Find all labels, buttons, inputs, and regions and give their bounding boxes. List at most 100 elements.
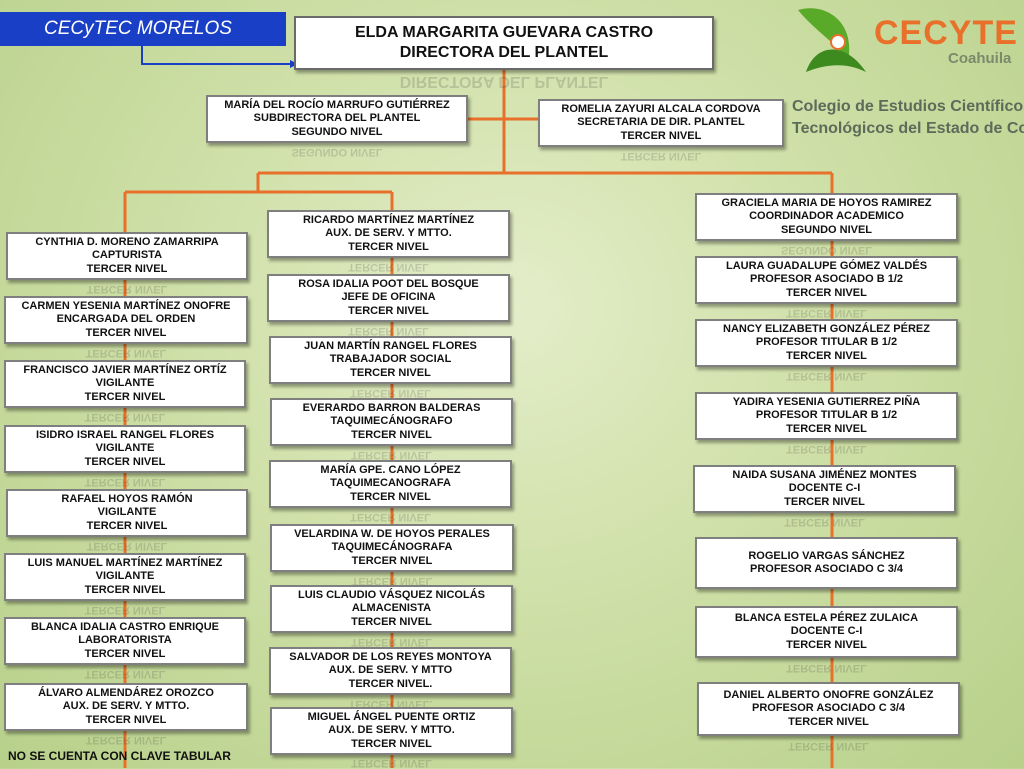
staff-level: TERCER NIVEL <box>351 615 432 628</box>
staff-name: GRACIELA MARIA DE HOYOS RAMIREZ <box>721 196 932 209</box>
staff-reflection: TERCER NIVEL <box>786 662 867 674</box>
staff-reflection: TERCER NIVEL <box>786 443 867 455</box>
staff-role: TAQUIMECANOGRAFA <box>330 477 451 490</box>
secretary-level: TERCER NIVEL <box>620 129 702 142</box>
staff-name: LUIS CLAUDIO VÁSQUEZ NICOLÁS <box>297 588 485 601</box>
staff-role: LABORATORISTA <box>78 634 172 647</box>
cecyte-logo: CECYTE Coahuila Colegio de Estudios Cien… <box>786 0 1024 150</box>
subdirector-box: MARÍA DEL ROCÍO MARRUFO GUTIÉRREZ SUBDIR… <box>206 95 468 143</box>
staff-card: ROGELIO VARGAS SÁNCHEZ PROFESOR ASOCIADO… <box>695 537 958 589</box>
staff-reflection: TERCER NIVEL <box>84 668 166 680</box>
staff-level: TERCER NIVEL <box>85 713 167 726</box>
staff-name: EVERARDO BARRON BALDERAS <box>302 401 481 414</box>
staff-level: TERCER NIVEL <box>350 366 431 379</box>
staff-role: AUX. DE SERV. Y MTTO <box>328 664 453 677</box>
staff-role: PROFESOR ASOCIADO B 1/2 <box>749 273 903 286</box>
staff-name: VELARDINA W. DE HOYOS PERALES <box>294 527 490 540</box>
staff-reflection: TERCER NIVEL <box>84 604 166 616</box>
staff-role: TRABAJADOR SOCIAL <box>329 353 452 366</box>
staff-card: ÁLVARO ALMENDÁREZ OROZCO AUX. DE SERV. Y… <box>4 683 248 731</box>
staff-card: LAURA GUADALUPE GÓMEZ VALDÉS PROFESOR AS… <box>695 256 958 304</box>
staff-role: JEFE DE OFICINA <box>341 291 436 304</box>
leaf-swirl-icon <box>798 8 866 72</box>
subdirector-reflection: SEGUNDO NIVEL <box>291 146 383 158</box>
staff-card: RICARDO MARTÍNEZ MARTÍNEZ AUX. DE SERV. … <box>267 210 510 258</box>
staff-role: AUX. DE SERV. Y MTTO. <box>62 700 190 713</box>
staff-reflection: TERCER NIVEL <box>85 347 167 359</box>
staff-name: ÁLVARO ALMENDÁREZ OROZCO <box>38 686 214 699</box>
staff-role: COORDINADOR ACADEMICO <box>749 210 904 223</box>
staff-name: CYNTHIA D. MORENO ZAMARRIPA <box>35 235 219 248</box>
staff-card: NAIDA SUSANA JIMÉNEZ MONTES DOCENTE C-I … <box>693 465 956 513</box>
staff-level: TERCER NIVEL <box>788 715 869 728</box>
staff-role: PROFESOR TITULAR B 1/2 <box>755 336 898 349</box>
staff-card: SALVADOR DE LOS REYES MONTOYA AUX. DE SE… <box>269 647 512 695</box>
staff-card: RAFAEL HOYOS RAMÓN VIGILANTE TERCER NIVE… <box>6 489 248 537</box>
logo-description-line1: Colegio de Estudios Científicos y <box>792 98 1024 115</box>
staff-level: TERCER NIVEL <box>786 286 867 299</box>
staff-reflection: TERCER NIVEL <box>784 516 865 528</box>
staff-level: TERCER NIVEL <box>350 490 431 503</box>
staff-name: LAURA GUADALUPE GÓMEZ VALDÉS <box>725 259 928 272</box>
staff-card: BLANCA IDALIA CASTRO ENRIQUE LABORATORIS… <box>4 617 246 665</box>
staff-name: RAFAEL HOYOS RAMÓN <box>61 492 193 505</box>
staff-level: TERCER NIVEL <box>84 647 166 660</box>
staff-name: RICARDO MARTÍNEZ MARTÍNEZ <box>302 213 475 226</box>
staff-role: DOCENTE C-I <box>788 482 861 495</box>
staff-level: TERCER NIVEL <box>351 554 433 567</box>
staff-level: SEGUNDO NIVEL <box>780 223 873 236</box>
staff-level: TERCER NIVEL <box>348 240 429 253</box>
staff-role: VIGILANTE <box>97 506 157 519</box>
staff-reflection: TERCER NIVEL <box>788 740 869 752</box>
staff-name: LUIS MANUEL MARTÍNEZ MARTÍNEZ <box>27 556 223 569</box>
staff-role: PROFESOR ASOCIADO C 3/4 <box>749 563 903 575</box>
staff-card: BLANCA ESTELA PÉREZ ZULAICA DOCENTE C-I … <box>695 606 958 658</box>
staff-name: ROGELIO VARGAS SÁNCHEZ <box>748 549 905 562</box>
staff-name: ROSA IDALIA POOT DEL BOSQUE <box>298 277 479 290</box>
logo-description: Colegio de Estudios Científicos y Tecnol… <box>792 96 1024 140</box>
staff-card: FRANCISCO JAVIER MARTÍNEZ ORTÍZ VIGILANT… <box>4 360 246 408</box>
staff-reflection: TERCER NIVEL <box>86 283 168 295</box>
staff-card: YADIRA YESENIA GUTIERREZ PIÑA PROFESOR T… <box>695 392 958 440</box>
staff-role: AUX. DE SERV. Y MTTO. <box>328 724 455 737</box>
staff-level: TERCER NIVEL <box>86 519 168 532</box>
staff-role: TAQUIMECÁNOGRAFA <box>331 541 453 554</box>
staff-name: BLANCA IDALIA CASTRO ENRIQUE <box>30 620 219 633</box>
school-banner: CECyTEC MORELOS <box>0 12 286 46</box>
subdirector-role: SUBDIRECTORA DEL PLANTEL <box>253 112 421 125</box>
staff-name: CARMEN YESENIA MARTÍNEZ ONOFRE <box>21 299 231 312</box>
subdirector-name: MARÍA DEL ROCÍO MARRUFO GUTIÉRREZ <box>224 98 450 111</box>
logo-state: Coahuila <box>948 50 1012 67</box>
staff-name: JUAN MARTÍN RANGEL FLORES <box>304 339 477 352</box>
staff-role: TAQUIMECÁNOGRAFO <box>330 415 453 428</box>
staff-card: GRACIELA MARIA DE HOYOS RAMIREZ COORDINA… <box>695 193 958 241</box>
staff-reflection: TERCER NIVEL <box>786 370 867 382</box>
staff-card: NANCY ELIZABETH GONZÁLEZ PÉREZ PROFESOR … <box>695 319 958 367</box>
director-box: ELDA MARGARITA GUEVARA CASTRO DIRECTORA … <box>294 16 714 70</box>
staff-name: YADIRA YESENIA GUTIERREZ PIÑA <box>732 395 921 408</box>
secretary-role: SECRETARIA DE DIR. PLANTEL <box>577 116 745 129</box>
staff-card: CARMEN YESENIA MARTÍNEZ ONOFRE ENCARGADA… <box>4 296 248 344</box>
staff-level: TERCER NIVEL <box>351 428 432 441</box>
staff-reflection: TERCER NIVEL <box>351 757 432 769</box>
staff-name: NAIDA SUSANA JIMÉNEZ MONTES <box>732 468 917 481</box>
secretary-name: ROMELIA ZAYURI ALCALA CORDOVA <box>561 102 761 115</box>
director-reflection: DIRECTORA DEL PLANTEL <box>399 73 609 90</box>
staff-level: TERCER NIVEL <box>786 638 867 651</box>
staff-name: FRANCISCO JAVIER MARTÍNEZ ORTÍZ <box>23 363 227 376</box>
staff-name: SALVADOR DE LOS REYES MONTOYA <box>289 650 492 663</box>
staff-reflection: TERCER NIVEL <box>85 734 167 746</box>
staff-name: ISIDRO ISRAEL RANGEL FLORES <box>35 428 215 441</box>
staff-role: ENCARGADA DEL ORDEN <box>56 313 196 326</box>
staff-role: DOCENTE C-I <box>790 625 863 638</box>
staff-level: TERCER NIVEL <box>84 390 166 403</box>
staff-level: TERCER NIVEL <box>84 583 166 596</box>
staff-card: CYNTHIA D. MORENO ZAMARRIPA CAPTURISTA T… <box>6 232 248 280</box>
secretary-box: ROMELIA ZAYURI ALCALA CORDOVA SECRETARIA… <box>538 99 784 147</box>
staff-reflection: TERCER NIVEL <box>84 476 166 488</box>
staff-level: TERCER NIVEL <box>86 262 168 275</box>
staff-card: ROSA IDALIA POOT DEL BOSQUE JEFE DE OFIC… <box>267 274 510 322</box>
staff-reflection: TERCER NIVEL <box>84 411 166 423</box>
staff-role: AUX. DE SERV. Y MTTO. <box>325 227 452 240</box>
staff-card: MIGUEL ÁNGEL PUENTE ORTIZ AUX. DE SERV. … <box>270 707 513 755</box>
